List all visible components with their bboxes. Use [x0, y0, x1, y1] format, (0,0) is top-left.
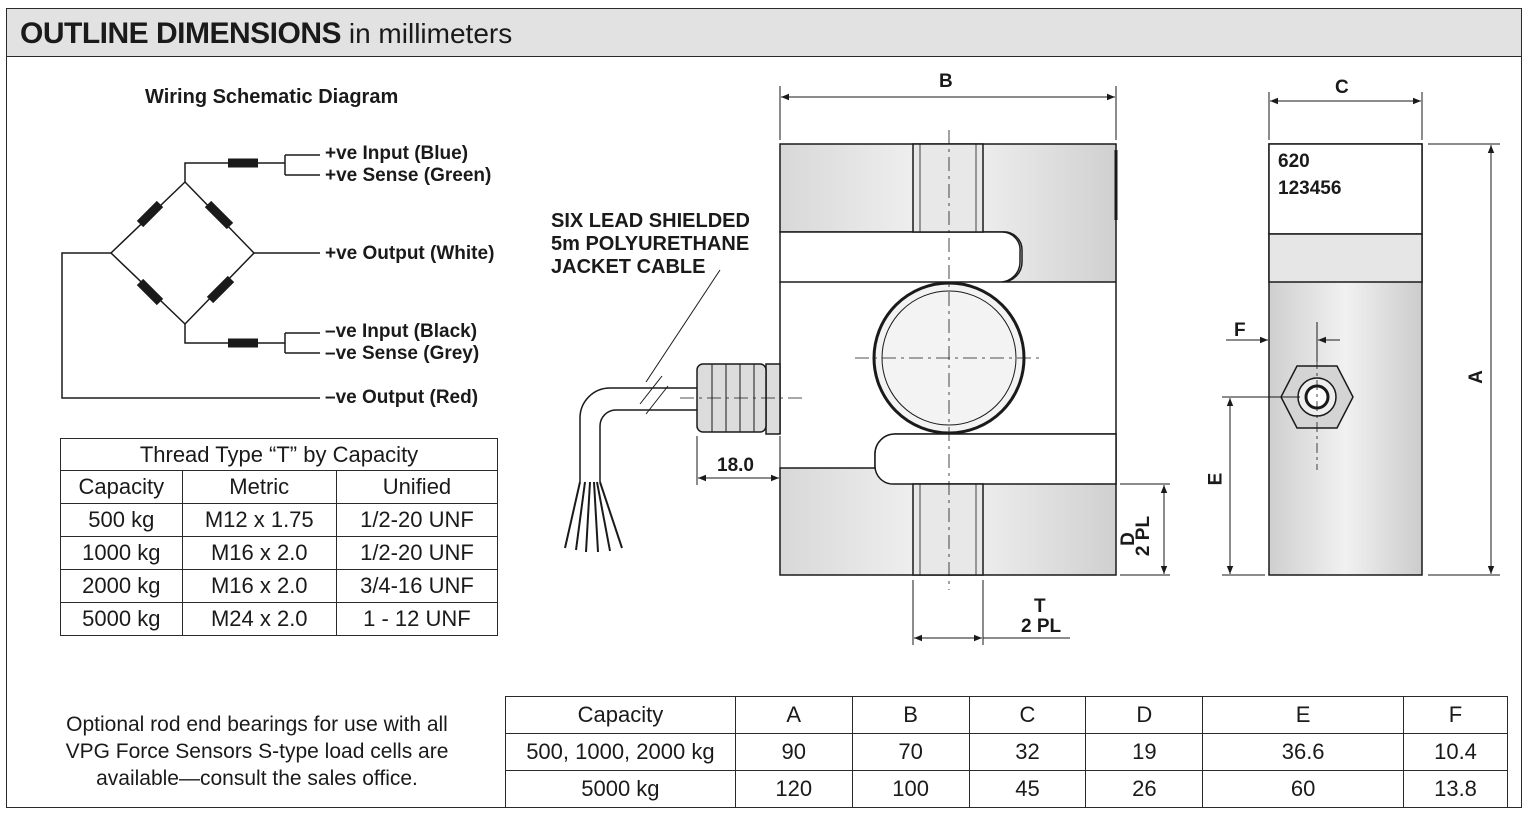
dim-label-cable-offset: 18.0	[717, 455, 754, 476]
table-cell: 60	[1202, 770, 1405, 808]
table-cell: 5000 kg	[505, 770, 736, 808]
table-cell: 1/2-20 UNF	[335, 503, 499, 537]
column-header: Metric	[181, 470, 337, 504]
cable-callout-line: JACKET CABLE	[551, 256, 706, 278]
table-cell: 45	[968, 770, 1087, 808]
serial-line: 123456	[1278, 178, 1342, 199]
lead-label: –ve Sense (Grey)	[325, 343, 480, 364]
dimension-lines	[696, 86, 1500, 645]
column-header: D	[1085, 696, 1204, 734]
table-cell: 19	[1085, 733, 1204, 771]
column-header: B	[851, 696, 970, 734]
cable-callout-line: 5m POLYURETHANE	[551, 233, 750, 255]
table-cell: 500 kg	[60, 503, 183, 537]
bridge-resistor	[136, 278, 164, 306]
table-cell: 26	[1085, 770, 1204, 808]
s-beam-front-view	[779, 130, 1118, 590]
dim-label-f: F	[1234, 320, 1246, 341]
column-header: Capacity	[505, 696, 736, 734]
lead-cable	[564, 269, 721, 553]
table-cell: M12 x 1.75	[181, 503, 337, 537]
outline-frame	[6, 8, 1522, 808]
table-row: 5000 kg 120 100 45 26 60 13.8	[505, 770, 1508, 808]
cable-callout: SIX LEAD SHIELDED 5m POLYURETHANE JACKET…	[551, 210, 750, 279]
section-title: OUTLINE DIMENSIONS in millimeters	[20, 17, 512, 51]
dim-label-e: E	[1205, 472, 1227, 486]
thread-type-table: Thread Type “T” by Capacity Capacity Met…	[60, 438, 499, 636]
table-cell: 10.4	[1403, 733, 1508, 771]
column-header: C	[968, 696, 1087, 734]
column-header: A	[734, 696, 853, 734]
lead-label: +ve Output (White)	[325, 243, 495, 264]
table-cell: 100	[851, 770, 970, 808]
s-beam-side-view	[1268, 143, 1423, 576]
column-header: E	[1202, 696, 1405, 734]
column-header: Unified	[335, 470, 499, 504]
table-cell: 36.6	[1202, 733, 1405, 771]
table-cell: 5000 kg	[60, 602, 183, 636]
table-cell: 1 - 12 UNF	[335, 602, 499, 636]
rod-end-note: Optional rod end bearings for use with a…	[65, 713, 449, 790]
table-cell: 1000 kg	[60, 536, 183, 570]
bridge-resistor	[204, 200, 234, 230]
cable-callout-line: SIX LEAD SHIELDED	[551, 210, 750, 232]
wheatstone-bridge	[109, 180, 256, 326]
table-cell: 13.8	[1403, 770, 1508, 808]
wiring-title: Wiring Schematic Diagram	[145, 86, 399, 108]
lead-label: +ve Input (Blue)	[325, 143, 469, 164]
lead-label: +ve Sense (Green)	[325, 165, 492, 186]
serial-line: 620	[1278, 151, 1310, 172]
dim-label-c: C	[1335, 77, 1349, 98]
dim-label-d-count: 2 PL	[1133, 515, 1155, 557]
lead-label: –ve Input (Black)	[325, 321, 478, 342]
table-cell: M24 x 2.0	[181, 602, 337, 636]
dim-label-b: B	[939, 71, 953, 92]
serial-marking: 620 123456	[1278, 148, 1341, 202]
section-header: OUTLINE DIMENSIONS in millimeters	[7, 9, 1521, 57]
table-cell: 3/4-16 UNF	[335, 569, 499, 603]
table-cell: 2000 kg	[60, 569, 183, 603]
lead-label: –ve Output (Red)	[325, 387, 479, 408]
table-row: 500, 1000, 2000 kg 90 70 32 19 36.6 10.4	[505, 733, 1508, 771]
table-cell: M16 x 2.0	[181, 569, 337, 603]
table-cell: 70	[851, 733, 970, 771]
dim-label-a: A	[1465, 370, 1487, 384]
table-cell: 120	[734, 770, 853, 808]
column-header: F	[1403, 696, 1508, 734]
table-cell: 500, 1000, 2000 kg	[505, 733, 736, 771]
table-caption: Thread Type “T” by Capacity	[60, 438, 498, 471]
table-cell: 1/2-20 UNF	[335, 536, 499, 570]
table-row: 500 kg M12 x 1.75 1/2-20 UNF	[60, 503, 499, 537]
dim-label-t-count: 2 PL	[1021, 616, 1062, 637]
bridge-resistor	[136, 200, 164, 228]
table-cell: 32	[968, 733, 1087, 771]
wiring-schematic	[61, 154, 320, 399]
cable-gland	[680, 363, 805, 435]
table-row: 2000 kg M16 x 2.0 3/4-16 UNF	[60, 569, 499, 603]
dimension-table: Capacity A B C D E F 500, 1000, 2000 kg …	[505, 696, 1508, 808]
header-subtitle: in millimeters	[348, 18, 513, 49]
table-cell: 90	[734, 733, 853, 771]
table-cell: M16 x 2.0	[181, 536, 337, 570]
bridge-resistor	[206, 275, 235, 304]
column-header: Capacity	[60, 470, 183, 504]
table-row: 5000 kg M24 x 2.0 1 - 12 UNF	[60, 602, 499, 636]
dim-label-t: T	[1034, 596, 1046, 617]
table-row: 1000 kg M16 x 2.0 1/2-20 UNF	[60, 536, 499, 570]
header-title-text: OUTLINE DIMENSIONS	[20, 17, 342, 50]
